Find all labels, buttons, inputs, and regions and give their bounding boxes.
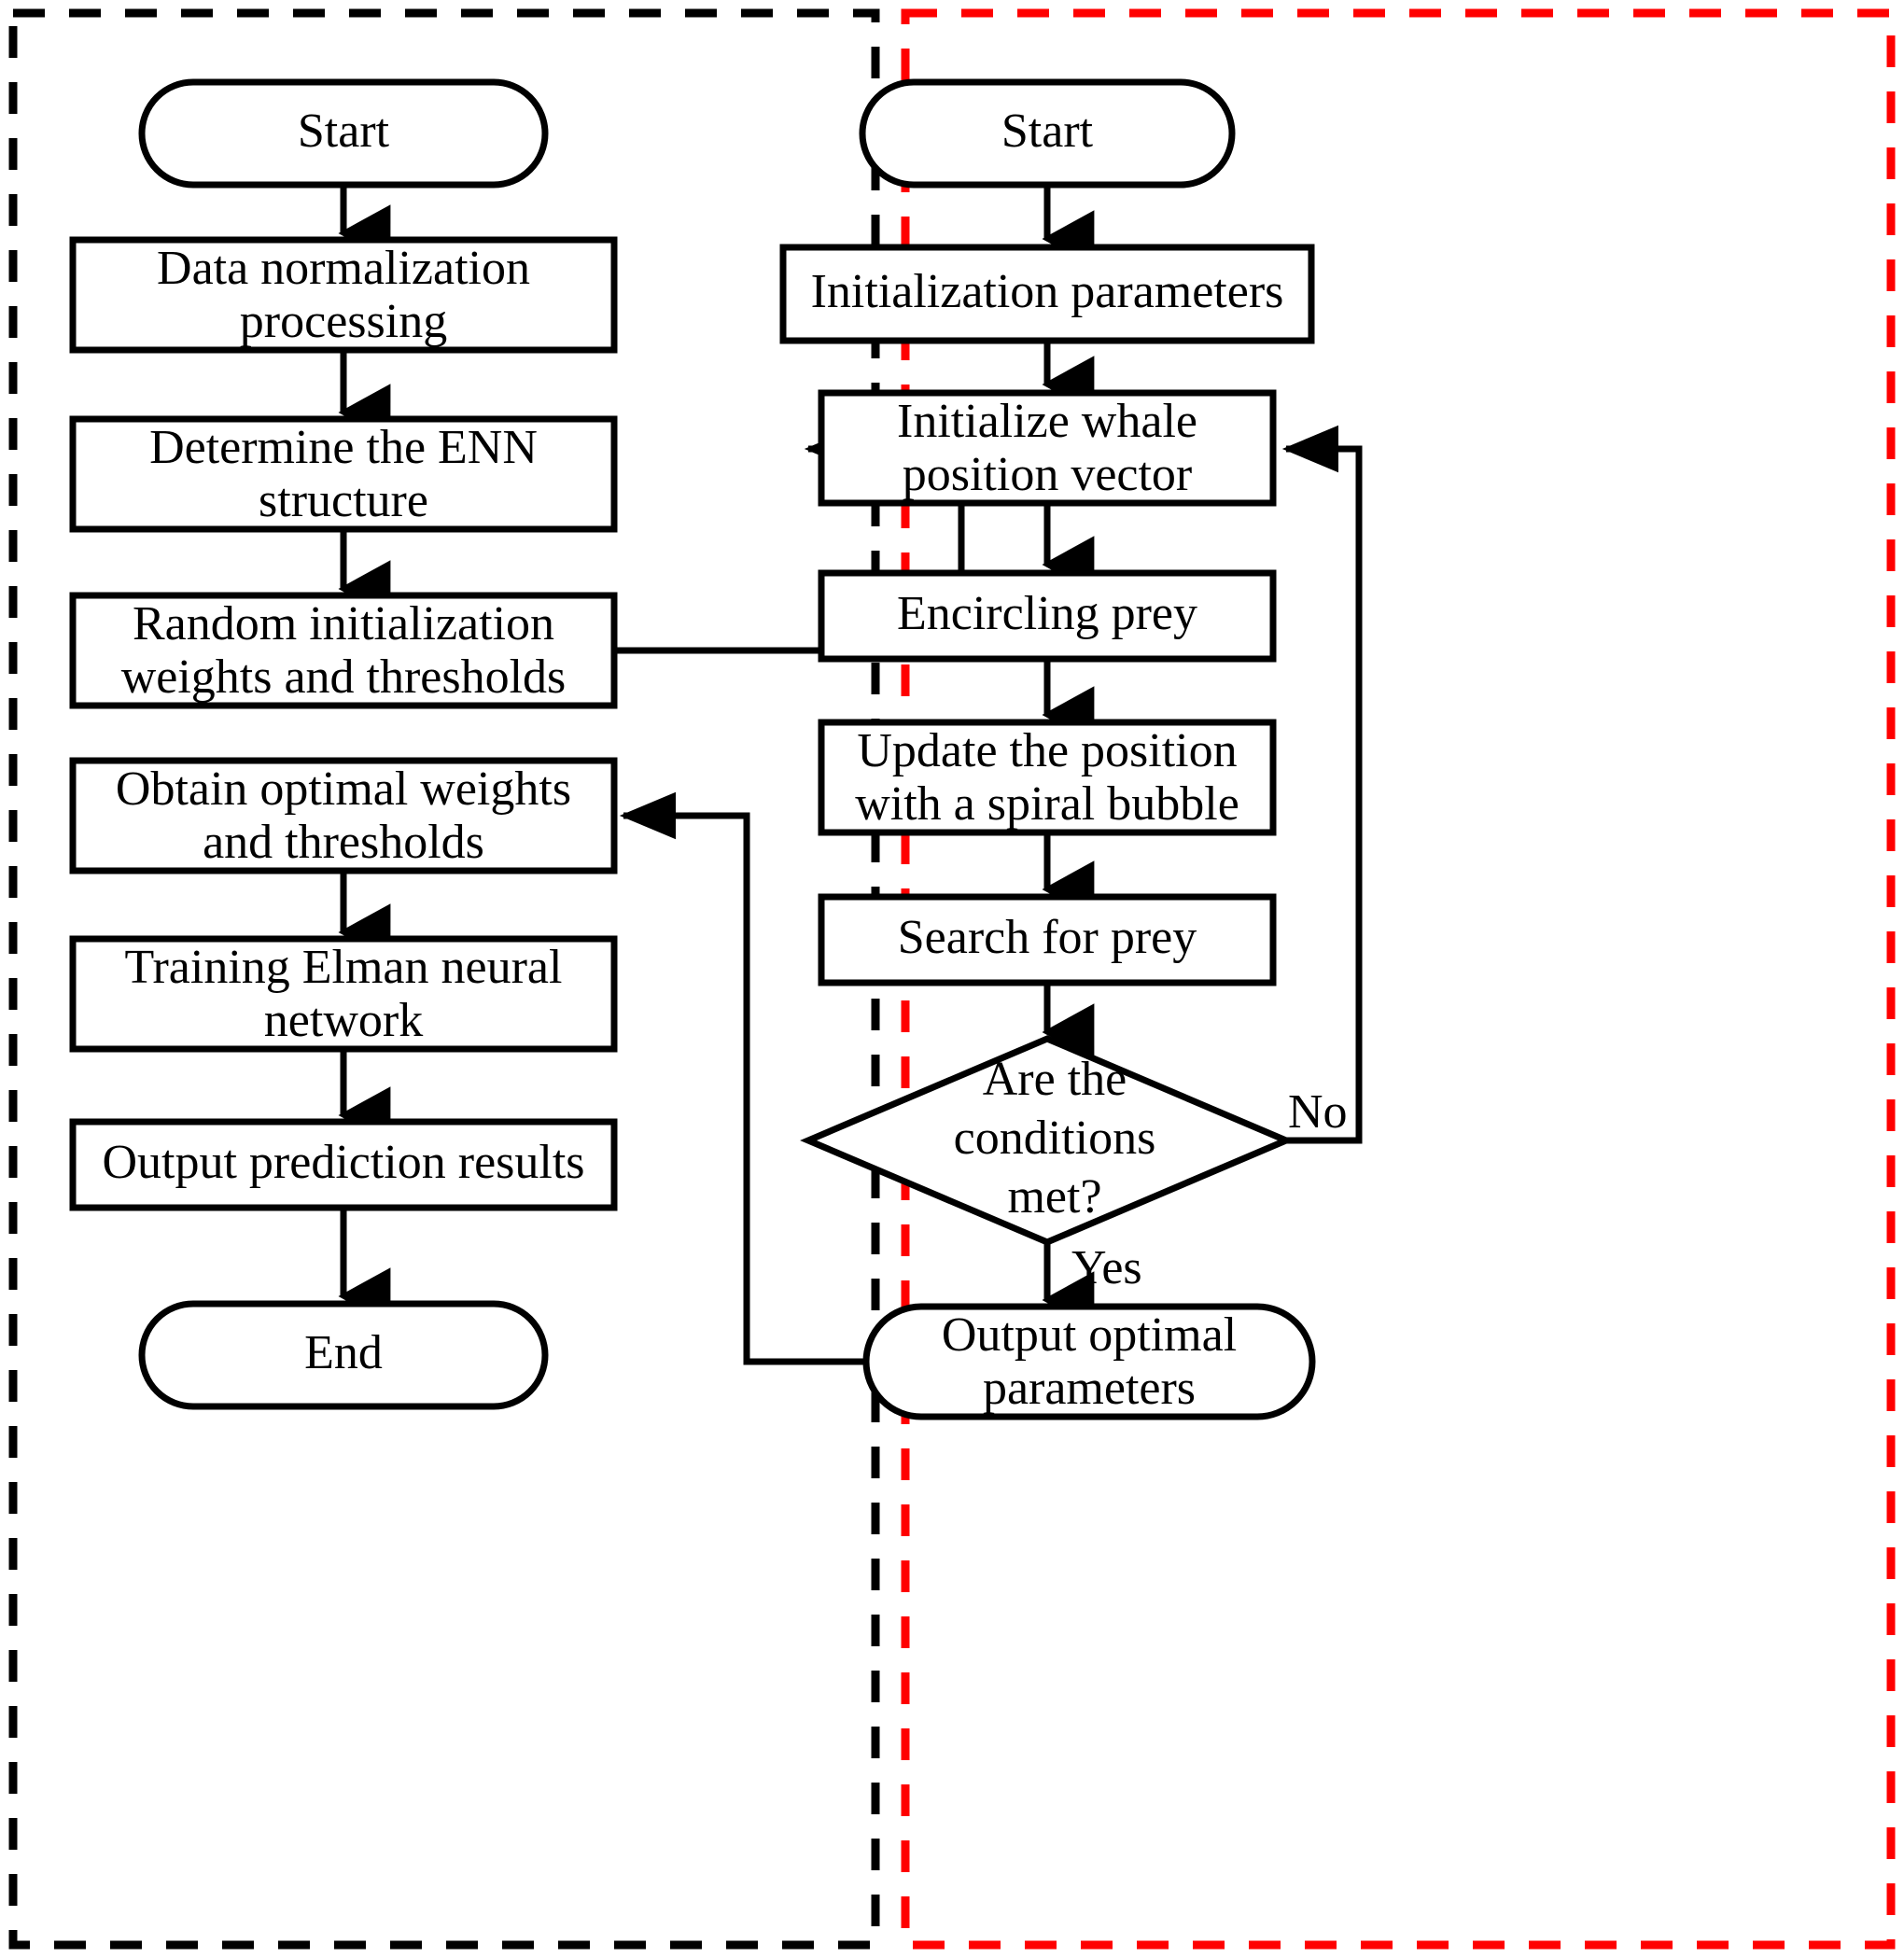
node-determine-enn-line1: Determine the ENN (149, 421, 538, 474)
node-conditions-met-line1: Are the (983, 1053, 1127, 1106)
node-initialize-whale-position[interactable] (818, 389, 1277, 507)
node-output-prediction-label: Output prediction results (102, 1136, 584, 1189)
node-obtain-optimal[interactable] (69, 757, 618, 874)
node-conditions-met-line2: conditions (954, 1112, 1156, 1165)
node-data-normalization-line1: Data normalization (157, 242, 530, 295)
edge-label-yes: Yes (1071, 1241, 1142, 1294)
node-update-position-spiral-line1: Update the position (857, 724, 1237, 777)
node-data-normalization-line2: processing (240, 295, 447, 348)
node-initialize-whale-position-line1: Initialize whale (897, 395, 1197, 448)
node-obtain-optimal-line2: and thresholds (203, 816, 484, 869)
node-random-initialization-line1: Random initialization (133, 597, 554, 650)
node-random-initialization[interactable] (69, 592, 618, 709)
node-left-end[interactable] (138, 1300, 549, 1410)
node-update-position-spiral[interactable] (818, 719, 1277, 836)
node-determine-enn-line2: structure (259, 474, 428, 527)
node-data-normalization[interactable] (69, 236, 618, 354)
node-search-for-prey[interactable] (818, 893, 1277, 986)
node-conditions-met[interactable] (800, 1035, 1295, 1246)
node-right-start[interactable] (859, 78, 1236, 189)
node-training-elman-line1: Training Elman neural (125, 941, 563, 994)
node-initialize-whale-position-line2: position vector (903, 448, 1193, 501)
node-left-start[interactable] (138, 78, 549, 189)
node-random-initialization-line2: weights and thresholds (121, 650, 567, 704)
node-output-optimal-parameters-line1: Output optimal (942, 1308, 1237, 1362)
node-conditions-met-line3: met? (1007, 1170, 1101, 1224)
node-training-elman-line2: network (264, 994, 423, 1047)
group-frame-enn (8, 8, 880, 1950)
node-initialization-parameters[interactable] (779, 244, 1315, 344)
node-left-start-label: Start (298, 105, 390, 158)
node-output-optimal-parameters-line2: parameters (983, 1362, 1196, 1415)
edge-no-loop-to-whale (1281, 425, 1363, 1144)
node-determine-enn[interactable] (69, 415, 618, 533)
node-search-for-prey-label: Search for prey (898, 911, 1197, 964)
edge-outputoptimal-to-obtain (619, 791, 866, 1365)
node-obtain-optimal-line1: Obtain optimal weights (116, 762, 571, 816)
node-encircling-prey-label: Encircling prey (897, 587, 1197, 640)
node-left-end-label: End (304, 1326, 383, 1379)
node-encircling-prey[interactable] (818, 569, 1277, 663)
node-output-prediction[interactable] (69, 1118, 618, 1211)
edge-label-no: No (1288, 1085, 1348, 1139)
node-training-elman[interactable] (69, 935, 618, 1053)
node-output-optimal-parameters[interactable] (862, 1303, 1316, 1420)
node-update-position-spiral-line2: with a spiral bubble (855, 777, 1239, 831)
node-right-start-label: Start (1001, 105, 1094, 158)
node-initialization-parameters-label: Initialization parameters (811, 265, 1284, 318)
